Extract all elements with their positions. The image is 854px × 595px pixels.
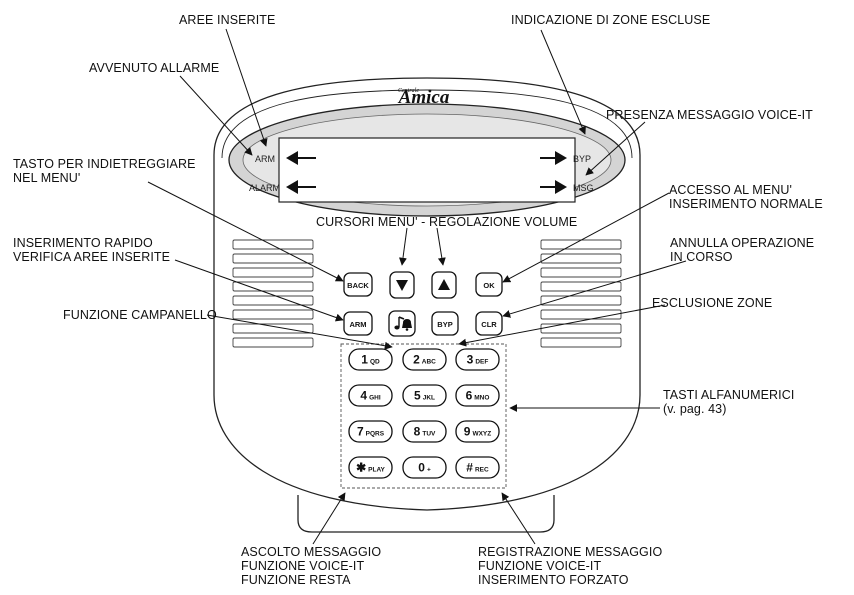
chime-button[interactable] [388, 310, 416, 337]
arrow-left-icon [286, 151, 316, 165]
callout-campanello: FUNZIONE CAMPANELLO [63, 308, 217, 322]
callout-avvenuto-allarme: AVVENUTO ALLARME [89, 61, 220, 75]
speaker-grille-left [232, 239, 314, 348]
display-arrows [286, 151, 567, 194]
callout-indietreggiare: TASTO PER INDIETREGGIARE NEL MENU' [13, 157, 196, 185]
cursor-down-button[interactable] [389, 271, 415, 299]
lcd-screen [278, 137, 576, 203]
byp-button[interactable]: BYP [431, 311, 459, 336]
display-label-arm: ARM [255, 154, 275, 164]
clr-button-label: CLR [481, 320, 497, 329]
leader-lines [147, 28, 687, 545]
key-11[interactable]: 0+ [402, 456, 447, 479]
back-button-label: BACK [347, 281, 369, 290]
clr-button[interactable]: CLR [475, 311, 503, 336]
callout-esclusione: ESCLUSIONE ZONE [652, 296, 773, 310]
ok-button-label: OK [483, 281, 495, 290]
brand-logo: Centrale Amica [398, 87, 450, 108]
arrow-right-icon [540, 151, 567, 165]
arrow-left-icon [286, 180, 316, 194]
arm-button[interactable]: ARM [343, 311, 373, 336]
callout-cursori: CURSORI MENU' - REGOLAZIONE VOLUME [316, 215, 578, 229]
callout-aree-inserite: AREE INSERITE [179, 13, 276, 27]
key-label: 0+ [418, 461, 431, 475]
callout-registrazione: REGISTRAZIONE MESSAGGIO FUNZIONE VOICE-I… [478, 545, 663, 587]
display-label-alarm: ALARM [249, 183, 280, 193]
byp-button-label: BYP [437, 320, 452, 329]
callout-voice-it: PRESENZA MESSAGGIO VOICE-IT [606, 108, 813, 122]
callout-alfanumerici: TASTI ALFANUMERICI (v. pag. 43) [663, 388, 795, 416]
back-button[interactable]: BACK [343, 272, 373, 297]
ok-button[interactable]: OK [475, 272, 503, 297]
key-10[interactable]: ✱PLAY [348, 456, 393, 479]
brand-small: Centrale [398, 88, 419, 94]
triangle-up-icon [438, 279, 450, 290]
bell-music-icon [394, 316, 412, 331]
alphanumeric-keypad-frame [340, 343, 507, 489]
key-12[interactable]: #REC [455, 456, 500, 479]
brand-name: Amica [398, 87, 450, 108]
arrow-right-icon [540, 180, 567, 194]
callout-accesso-menu: ACCESSO AL MENU' INSERIMENTO NORMALE [669, 183, 823, 211]
cursor-up-button[interactable] [431, 271, 457, 299]
callout-annulla: ANNULLA OPERAZIONE IN CORSO [670, 236, 815, 264]
display-label-byp: BYP [573, 154, 591, 164]
key-label: ✱PLAY [356, 461, 385, 475]
display-label-msg: MSG [573, 183, 594, 193]
arm-button-label: ARM [349, 320, 366, 329]
key-label: #REC [466, 461, 489, 475]
callout-zone-escluse: INDICAZIONE DI ZONE ESCLUSE [511, 13, 711, 27]
triangle-down-icon [396, 280, 408, 291]
display-lens [228, 103, 626, 217]
callout-ascolto: ASCOLTO MESSAGGIO FUNZIONE VOICE-IT FUNZ… [241, 545, 382, 587]
callout-inserimento-rapido: INSERIMENTO RAPIDO VERIFICA AREE INSERIT… [13, 236, 171, 264]
